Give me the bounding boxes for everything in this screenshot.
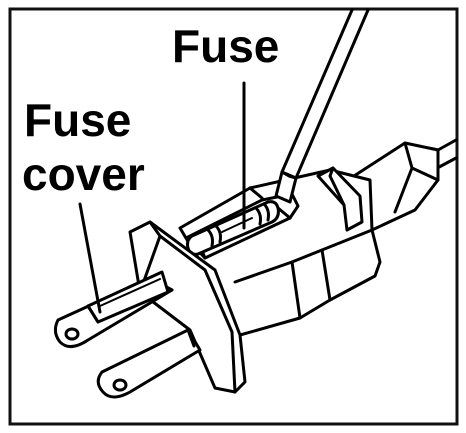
fuse-cover-leader-line (78, 202, 102, 314)
fuse-cover (86, 270, 170, 324)
fuse (186, 200, 280, 256)
fuse-cover-label-line1: Fuse (24, 94, 131, 146)
fuse-label: Fuse (172, 20, 279, 72)
screwdriver (274, 8, 370, 204)
fuse-cover-label-line2: cover (22, 148, 145, 200)
plug-body (178, 166, 382, 337)
lower-prong (96, 328, 202, 399)
